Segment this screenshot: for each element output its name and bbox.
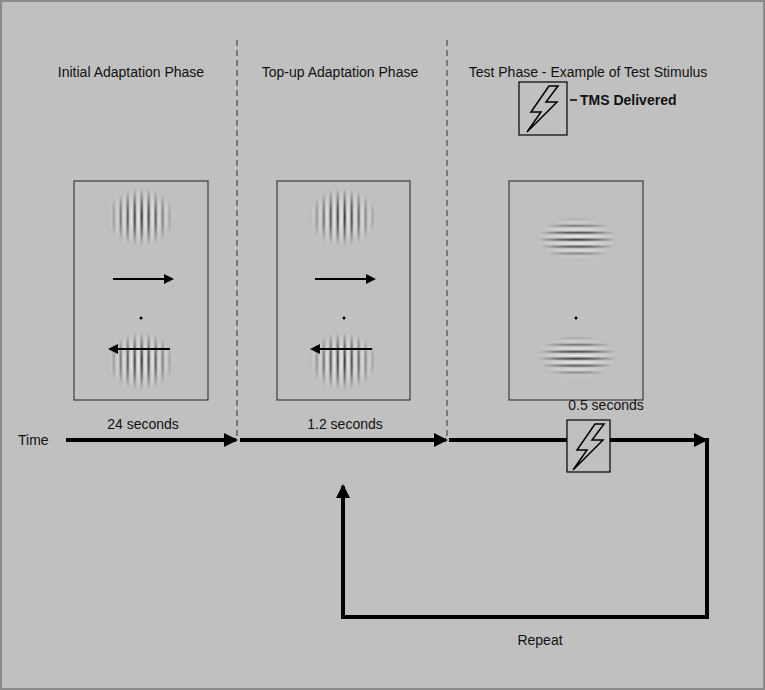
loop-label: Repeat bbox=[517, 632, 562, 649]
axis-label: Time bbox=[18, 432, 49, 449]
phase-divider bbox=[237, 40, 238, 436]
fixation-dot bbox=[575, 317, 578, 320]
gabor-vertical bbox=[106, 332, 176, 390]
phase-heading: Test Phase - Example of Test Stimulus bbox=[469, 64, 708, 81]
lightning-bolt bbox=[527, 86, 558, 132]
gabor-vertical bbox=[308, 332, 378, 390]
fixation-dot bbox=[343, 317, 346, 320]
tms-label: TMS Delivered bbox=[580, 92, 676, 109]
duration-label: 1.2 seconds bbox=[307, 416, 383, 433]
stimulus-panel bbox=[74, 181, 208, 400]
stimulus-panel bbox=[277, 181, 410, 400]
phase-heading: Top-up Adaptation Phase bbox=[262, 64, 418, 81]
timeline-arrow bbox=[66, 438, 236, 442]
motion-arrow bbox=[113, 278, 172, 280]
stimulus-panel bbox=[509, 181, 643, 400]
tms-icon bbox=[567, 420, 610, 472]
phase-heading: Initial Adaptation Phase bbox=[58, 64, 204, 81]
motion-arrow bbox=[110, 348, 170, 350]
motion-arrow bbox=[312, 348, 372, 350]
duration-label: 24 seconds bbox=[107, 416, 179, 433]
gabor-vertical bbox=[308, 188, 378, 246]
duration-label: 0.5 seconds bbox=[568, 397, 644, 414]
leader-line bbox=[570, 99, 577, 101]
timeline-arrow bbox=[240, 438, 446, 442]
lightning-bolt bbox=[573, 424, 604, 470]
motion-arrow bbox=[315, 278, 374, 280]
gabor-vertical bbox=[106, 188, 176, 246]
phase-divider bbox=[447, 40, 448, 436]
gabor-horizontal bbox=[538, 335, 616, 379]
tms-icon bbox=[519, 82, 567, 135]
gabor-horizontal bbox=[538, 217, 616, 261]
fixation-dot bbox=[140, 317, 143, 320]
repeat-loop bbox=[343, 438, 707, 617]
